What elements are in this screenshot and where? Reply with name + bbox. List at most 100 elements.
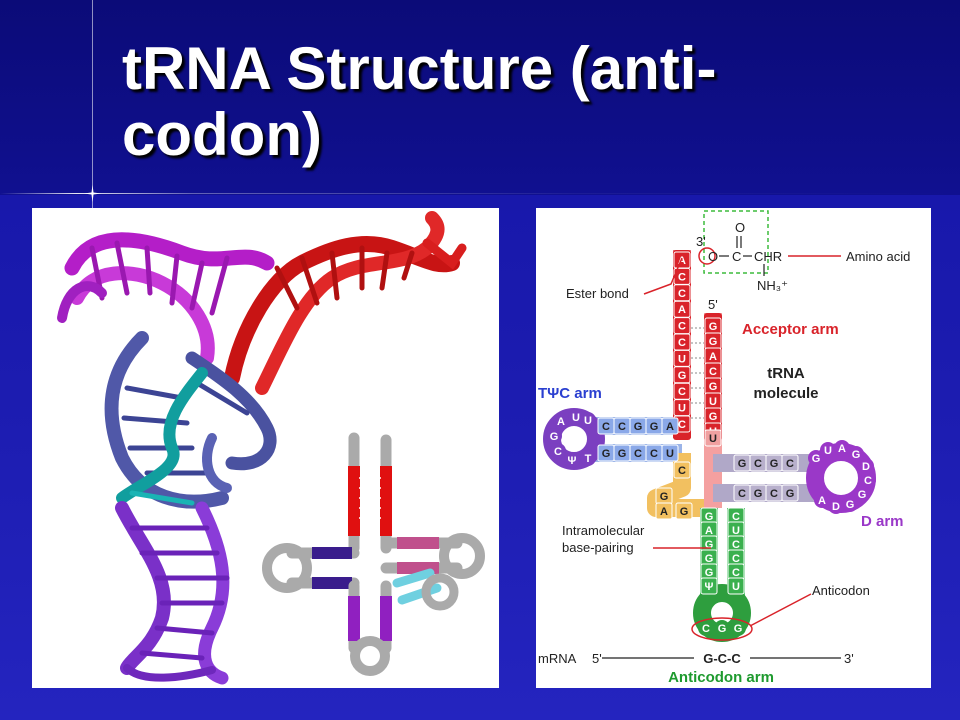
d-loop-base: D [862,461,870,473]
ester-bond-circle [698,247,716,265]
d-bottom-base: G [754,488,763,500]
acceptor-left-base: A [678,255,686,267]
anticodon-right-base: C [732,511,740,523]
tpsic-loop-base-circle [568,409,584,425]
acceptor-right-base: G [709,411,718,423]
tpsic-loop-base: U [584,415,592,427]
label-acceptor-arm: Acceptor arm [742,321,839,338]
anticodon-right-base: C [732,539,740,551]
junction-base-box [675,502,693,520]
tpsic-loop-base: C [554,446,562,458]
tpsic-loop-base-circle [550,443,566,459]
d-loop-base: C [864,475,872,487]
d-bottom-base: C [738,488,746,500]
label-anticodon: Anticodon [812,583,870,598]
junction-base: A [660,506,668,518]
label-ester-bond: Ester bond [566,286,629,301]
acceptor-pair-lines [691,327,704,419]
d-top-base: C [786,458,794,470]
tpsic-loop-base-circle [580,412,596,428]
tpsic-bottom-base-box [661,444,679,462]
anticodon-left-base: G [705,511,714,523]
anticodon-left-base: G [705,567,714,579]
label-amino-acid: Amino acid [846,249,910,264]
d-loop-base-circle [814,492,830,508]
label-5prime: 5' [708,297,718,312]
d-loop-base-circle [854,486,870,502]
d-loop-base-circle [828,498,844,514]
d-loop-base-circle [808,450,824,466]
trna-3d-image [32,208,499,688]
chem-c: C [732,249,741,264]
d-loop-base-circle [860,472,876,488]
anticodon-left-base: G [705,553,714,565]
sparkle-icon [84,185,101,202]
magenta-helix [57,232,275,365]
acceptor-left-base: C [678,337,686,349]
tpsic-top-base: G [634,421,643,433]
acceptor-left-base: C [678,288,686,300]
d-loop-base: A [838,443,846,455]
tpsic-top-base: C [602,421,610,433]
decor-vertical-line [92,0,93,210]
decor-horizontal-line [0,193,960,194]
red-helix [224,211,467,395]
label-mrna-3: 3' [844,651,854,666]
tpsic-top-base: G [650,421,659,433]
trna-schematic [262,432,485,676]
acceptor-right-base: G [709,321,718,333]
junction-base-box [704,429,722,447]
junction-base: G [660,491,669,503]
acceptor-right-base: G [709,381,718,393]
d-bottom-base-box [781,484,799,502]
label-intramolecular-1: Intramolecular [562,523,645,538]
anticodon-base: C [702,623,710,635]
anticodon-base: G [734,623,743,635]
d-top-base: G [770,458,779,470]
tpsic-loop-base: A [557,416,565,428]
acceptor-left-base: C [678,271,686,283]
anticodon-base-circle [730,620,746,636]
acceptor-left-base: U [678,403,686,415]
acceptor-left-base: U [678,353,686,365]
acceptor-right-base: G [709,336,718,348]
ester-bond-leader [643,257,683,295]
label-trna-1: tRNA [767,365,805,382]
purple-helix [115,501,230,685]
anticodon-left-base: G [705,539,714,551]
tpsic-bottom-base: C [634,448,642,460]
junction-base: U [709,433,717,445]
title-band [0,0,960,195]
d-loop-base-circle [820,442,836,458]
tpsic-loop-base-circle [564,452,580,468]
acceptor-left-base: G [678,370,687,382]
d-top-base: G [738,458,747,470]
tpsic-loop-base: T [585,453,592,465]
label-tpsic-arm: TΨC arm [538,385,602,402]
chem-nh3: NH₃⁺ [757,278,788,293]
acceptor-right-bases: GGACGUGU [704,317,722,440]
label-anticodon-arm: Anticodon arm [668,669,774,686]
teal-strand [116,367,208,506]
acceptor-right-base: U [709,396,717,408]
d-top-base-box [781,454,799,472]
acceptor-right-base: C [709,366,717,378]
anticodon-base-circle [698,620,714,636]
label-mrna: mRNA [538,651,577,666]
tpsic-loop-base-circle [553,413,569,429]
d-loop-base: G [858,489,867,501]
label-trna-2: molecule [753,385,818,402]
anticodon-left-base: Ψ [705,581,714,593]
d-loop-base: A [818,495,826,507]
